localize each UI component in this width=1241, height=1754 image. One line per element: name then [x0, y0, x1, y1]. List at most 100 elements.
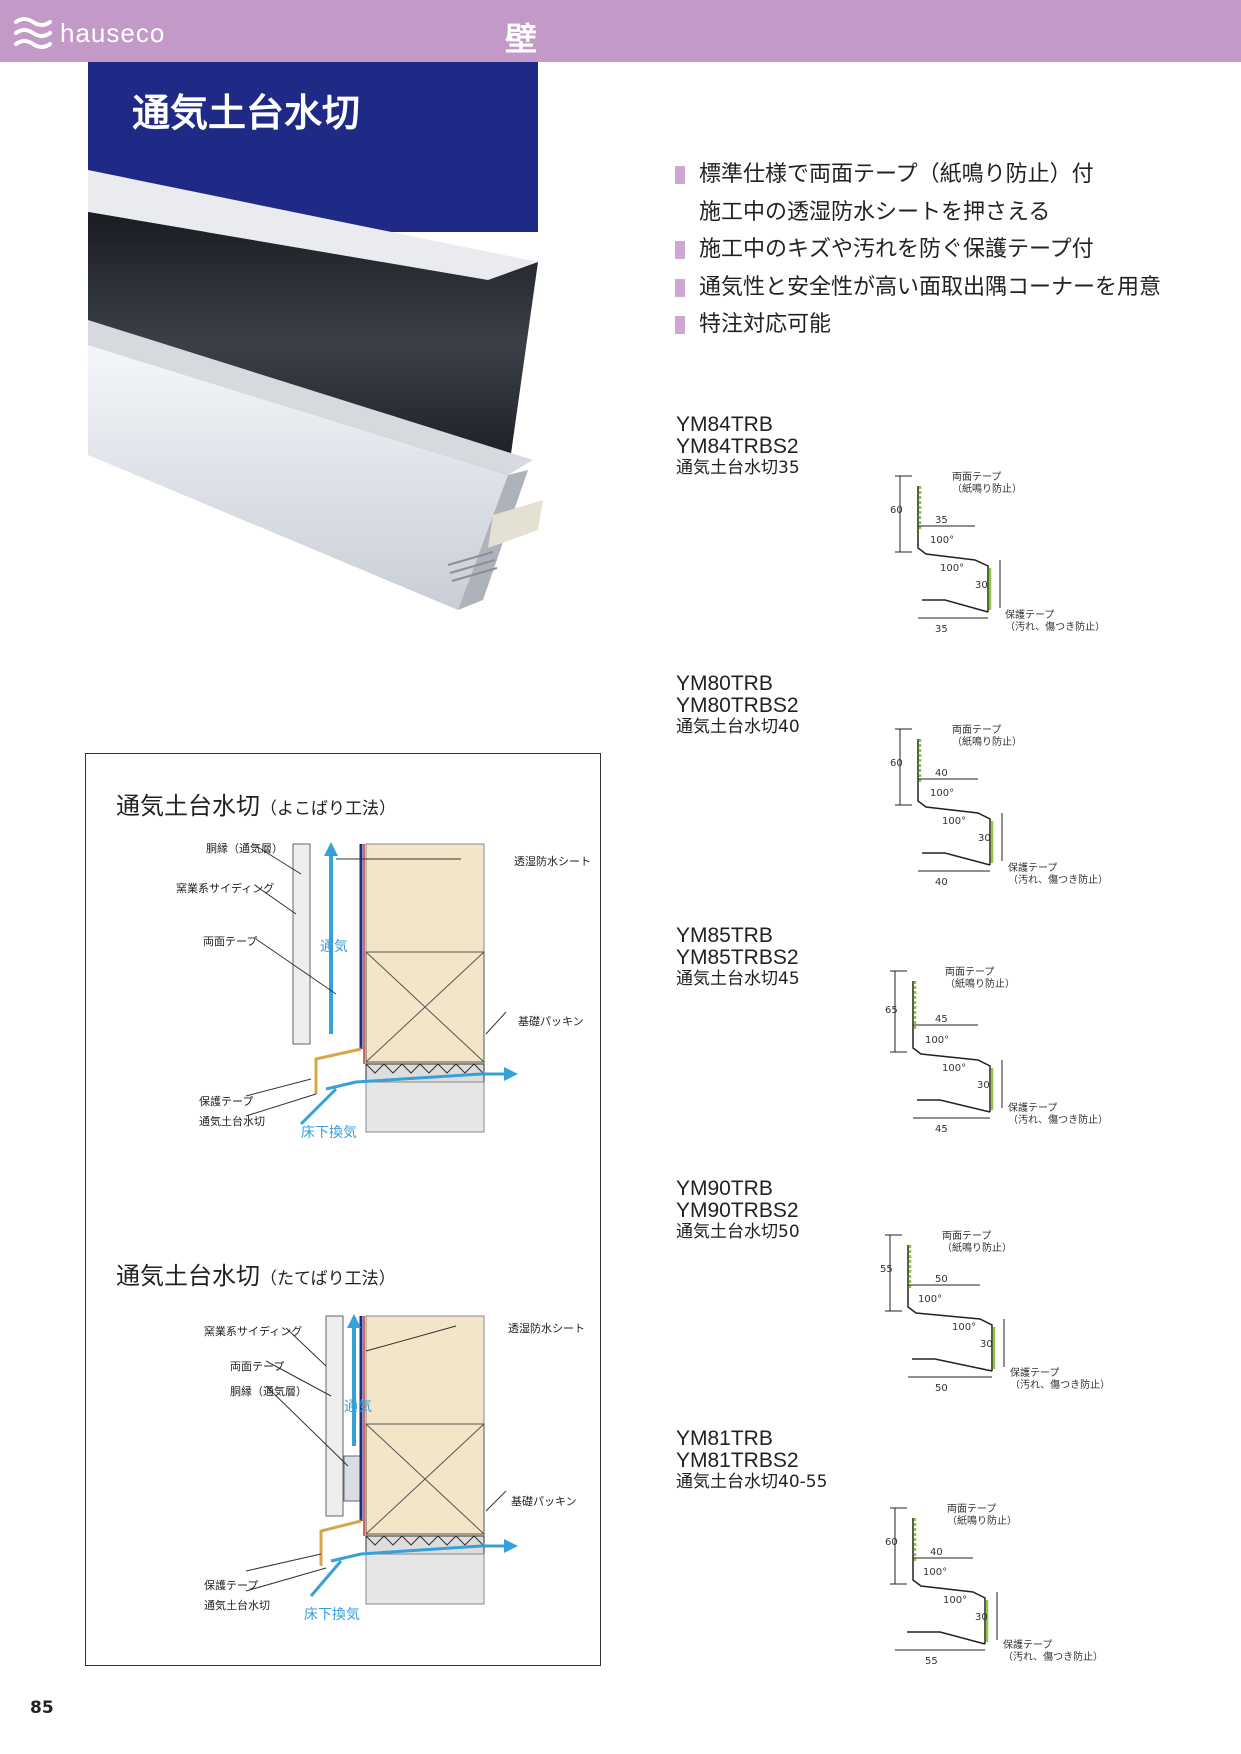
product-section-drawing: 60 40 100° 100° 30 40 両面テープ （紙鳴り防止） 保護テー… [890, 724, 1108, 888]
feature-item: 施工中のキズや汚れを防ぐ保護テープ付 [675, 231, 1161, 269]
tape-label: 両面テープ [942, 1230, 991, 1242]
product-name: 通気土台水切45 [676, 969, 800, 989]
dim-angle-top: 100° [923, 1567, 947, 1578]
product-photo [88, 170, 543, 610]
product-block: YM90TRB YM90TRBS2 通気土台水切50 [676, 1177, 800, 1243]
dim-bottom: 55 [925, 1656, 938, 1667]
product-section-drawing: 60 40 100° 100° 30 55 両面テープ （紙鳴り防止） 保護テー… [885, 1503, 1103, 1667]
page-title: 通気土台水切 [132, 91, 361, 135]
dim-height: 60 [890, 758, 903, 769]
product-block: YM81TRB YM81TRBS2 通気土台水切40-55 [676, 1427, 828, 1493]
product-block: YM85TRB YM85TRBS2 通気土台水切45 [676, 924, 800, 990]
label-flashing: 通気土台水切 [204, 1599, 270, 1612]
label-tape: 両面テープ [230, 1360, 285, 1373]
dim-depth: 40 [935, 768, 948, 779]
dim-angle-bottom: 100° [942, 1063, 966, 1074]
tape-note: （紙鳴り防止） [952, 482, 1022, 495]
label-protect-tape: 保護テープ [199, 1095, 254, 1108]
dim-height: 60 [890, 505, 903, 516]
dim-angle-bottom: 100° [942, 816, 966, 827]
dim-bottom: 50 [935, 1383, 948, 1394]
brand-logo: hauseco [14, 16, 165, 50]
product-code-s2: YM90TRBS2 [676, 1199, 799, 1222]
tape-label: 両面テープ [952, 471, 1001, 483]
product-code: YM80TRB [676, 672, 773, 695]
dim-angle-top: 100° [925, 1035, 949, 1046]
label-sheet: 透湿防水シート [508, 1322, 585, 1335]
label-flashing: 通気土台水切 [199, 1115, 265, 1128]
diagram-method-text: （たてばり工法） [260, 1269, 396, 1289]
dim-depth: 50 [935, 1274, 948, 1285]
diagram-title-text: 通気土台水切 [116, 792, 260, 820]
tape-label: 両面テープ [945, 966, 994, 978]
dim-depth: 45 [935, 1014, 948, 1025]
label-airflow: 通気 [344, 1399, 372, 1415]
page-number: 85 [30, 1698, 54, 1718]
label-furring: 胴縁（通気層） [230, 1385, 307, 1398]
protect-note: （汚れ、傷つき防止） [1008, 1113, 1108, 1126]
feature-item: 標準仕様で両面テープ（紙鳴り防止）付 [675, 156, 1161, 194]
feature-item: 通気性と安全性が高い面取出隅コーナーを用意 [675, 269, 1161, 307]
product-code: YM84TRB [676, 413, 773, 436]
feature-item: 特注対応可能 [675, 306, 1161, 344]
dim-height: 55 [880, 1264, 893, 1275]
protect-label: 保護テープ [1005, 608, 1054, 621]
category-label: 壁 [505, 20, 538, 58]
product-code: YM81TRB [676, 1427, 773, 1450]
feature-item: 施工中の透湿防水シートを押さえる [699, 199, 1051, 225]
tape-note: （紙鳴り防止） [952, 735, 1022, 748]
dim-height: 60 [885, 1537, 898, 1548]
label-furring: 胴縁（通気層） [206, 842, 283, 855]
product-code: YM85TRB [676, 924, 773, 947]
label-underfloor-vent: 床下換気 [304, 1607, 360, 1623]
logo-text: hauseco [60, 17, 166, 48]
feature-list: 標準仕様で両面テープ（紙鳴り防止）付 施工中の透湿防水シートを押さえる 施工中の… [675, 156, 1161, 344]
dim-height: 65 [885, 1005, 898, 1016]
product-code-s2: YM80TRBS2 [676, 694, 799, 717]
dim-depth: 40 [930, 1547, 943, 1558]
protect-label: 保護テープ [1008, 861, 1057, 874]
protect-note: （汚れ、傷つき防止） [1010, 1378, 1110, 1391]
dim-lip: 30 [975, 1612, 988, 1623]
label-underfloor-vent: 床下換気 [301, 1125, 357, 1141]
protect-label: 保護テープ [1003, 1638, 1052, 1651]
dim-lip: 30 [978, 833, 991, 844]
product-block: YM84TRB YM84TRBS2 通気土台水切35 [676, 413, 800, 479]
tape-note: （紙鳴り防止） [942, 1241, 1012, 1254]
header-band: hauseco 壁 [0, 0, 1241, 62]
dim-bottom: 40 [935, 877, 948, 888]
dim-angle-bottom: 100° [943, 1595, 967, 1606]
product-code-s2: YM84TRBS2 [676, 435, 799, 458]
diagram-title-tatebari: 通気土台水切（たてばり工法） [116, 1256, 396, 1291]
tape-note: （紙鳴り防止） [947, 1514, 1017, 1527]
wave-logo-icon [14, 17, 52, 49]
dim-depth: 35 [935, 515, 948, 526]
label-packing: 基礎パッキン [511, 1495, 577, 1508]
label-packing: 基礎パッキン [518, 1015, 584, 1028]
product-section-drawing: 60 35 100° 100° 30 35 両面テープ （紙鳴り防止） 保護テー… [890, 471, 1105, 635]
product-section-drawing: 55 50 100° 100° 30 50 両面テープ （紙鳴り防止） 保護テー… [880, 1230, 1110, 1394]
product-name: 通気土台水切40 [676, 717, 800, 737]
product-code-s2: YM85TRBS2 [676, 946, 799, 969]
label-airflow: 通気 [320, 939, 348, 955]
tape-note: （紙鳴り防止） [945, 977, 1015, 990]
diagram-title-text: 通気土台水切 [116, 1262, 260, 1290]
dim-angle-top: 100° [930, 788, 954, 799]
diagram-method-text: （よこばり工法） [260, 799, 396, 819]
tape-label: 両面テープ [947, 1503, 996, 1515]
protect-note: （汚れ、傷つき防止） [1008, 873, 1108, 886]
label-protect-tape: 保護テープ [204, 1579, 259, 1592]
dim-lip: 30 [977, 1080, 990, 1091]
product-name: 通気土台水切40-55 [676, 1472, 828, 1492]
product-code: YM90TRB [676, 1177, 773, 1200]
protect-label: 保護テープ [1008, 1101, 1057, 1114]
diagram-tatebari [245, 1314, 518, 1605]
product-name: 通気土台水切50 [676, 1222, 800, 1242]
diagram-title-yokobari: 通気土台水切（よこばり工法） [116, 786, 396, 821]
protect-note: （汚れ、傷つき防止） [1003, 1650, 1103, 1663]
label-siding: 窯業系サイディング [204, 1325, 303, 1338]
protect-label: 保護テープ [1010, 1366, 1059, 1379]
product-name: 通気土台水切35 [676, 458, 800, 478]
product-code-s2: YM81TRBS2 [676, 1449, 799, 1472]
dim-angle-bottom: 100° [952, 1322, 976, 1333]
